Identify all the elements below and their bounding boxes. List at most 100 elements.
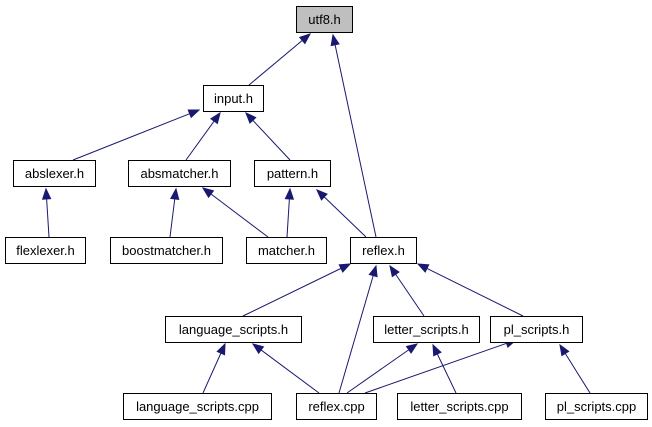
edge-matcher_h-to-pattern_h [284,187,295,238]
arrowhead [338,263,352,273]
node-utf8-h[interactable]: utf8.h [296,6,353,33]
arrowhead [210,111,221,125]
arrowhead [405,343,419,354]
edge-line [242,267,342,317]
node-label[interactable]: matcher.h [258,243,315,258]
edge-line [338,275,374,394]
edge-line [210,193,269,238]
node-box[interactable] [5,237,86,264]
edge-absmatcher_h-to-input_h [185,111,221,161]
node-pl-scripts-h[interactable]: pl_scripts.h [490,316,583,343]
arrowhead [368,264,378,278]
node-language-scripts-cpp[interactable]: language_scripts.cpp [123,393,272,420]
edge-matcher_h-to-absmatcher_h [201,187,269,238]
node-label[interactable]: pl_scripts.h [504,322,570,337]
node-box[interactable] [110,237,223,264]
edge-letter_scripts_h-to-reflex_h [389,264,425,317]
node-label[interactable]: pl_scripts.cpp [557,399,636,414]
edge-line [260,349,320,394]
node-pattern-h[interactable]: pattern.h [254,160,331,187]
edge-line [46,198,50,238]
node-box[interactable] [296,393,377,420]
arrowhead [416,263,430,273]
edge-line [436,353,457,394]
edge-line [346,349,410,394]
edge-line [364,342,507,394]
node-label[interactable]: absmatcher.h [140,166,218,181]
edge-language_scripts_cpp-to-language_scripts_h [202,342,226,394]
edge-boostmatcher_h-to-absmatcher_h [169,187,180,238]
nodes: utf8.h input.h abslexer.h absmatcher.h patte… [5,6,648,420]
node-label[interactable]: reflex.cpp [308,399,364,414]
edge-input_h-to-utf8_h [248,33,312,86]
node-label[interactable]: boostmatcher.h [122,243,211,258]
node-box[interactable] [165,316,302,343]
arrowhead [41,187,52,200]
node-boostmatcher-h[interactable]: boostmatcher.h [110,237,223,264]
edge-line [426,267,524,317]
node-language-scripts-h[interactable]: language_scripts.h [165,316,302,343]
edge-letter_scripts_cpp-to-letter_scripts_h [432,343,457,394]
node-label[interactable]: reflex.h [362,243,405,258]
node-reflex-cpp[interactable]: reflex.cpp [296,393,377,420]
node-label[interactable]: input.h [214,91,253,106]
arrowhead [559,343,570,357]
node-label[interactable]: abslexer.h [25,166,84,181]
node-label[interactable]: language_scripts.h [179,322,288,337]
node-box[interactable] [128,160,231,187]
edge-line [169,198,176,238]
edge-line [72,113,190,161]
edge-line [202,352,222,394]
node-box[interactable] [490,316,583,343]
node-letter-scripts-cpp[interactable]: letter_scripts.cpp [397,393,522,420]
edges [41,33,591,394]
node-absmatcher-h[interactable]: absmatcher.h [128,160,231,187]
node-box[interactable] [203,85,264,112]
edge-reflex_h-to-utf8_h [330,33,377,238]
edge-line [395,273,425,317]
edge-flexlexer_h-to-abslexer_h [41,187,52,238]
node-label[interactable]: flexlexer.h [16,243,75,258]
node-box[interactable] [246,237,327,264]
node-label[interactable]: pattern.h [267,166,318,181]
node-box[interactable] [350,237,417,264]
node-pl-scripts-cpp[interactable]: pl_scripts.cpp [545,393,648,420]
arrowhead [216,342,226,356]
edge-reflex_cpp-to-language_scripts_h [251,343,320,394]
arrowhead [316,189,328,201]
node-box[interactable] [13,160,96,187]
node-letter-scripts-h[interactable]: letter_scripts.h [373,316,480,343]
edge-reflex_cpp-to-letter_scripts_h [346,343,419,394]
node-label[interactable]: utf8.h [308,12,341,27]
arrowhead [389,264,400,278]
edge-line [185,120,215,161]
arrowhead [298,33,312,45]
arrowhead [169,187,180,201]
edge-pattern_h-to-input_h [245,112,291,161]
edge-reflex_h-to-pattern_h [316,189,367,238]
node-label[interactable]: language_scripts.cpp [136,399,259,414]
edge-reflex_cpp-to-pl_scripts_h [364,339,518,394]
arrowhead [251,343,265,355]
node-label[interactable]: letter_scripts.cpp [410,399,508,414]
node-box[interactable] [123,393,272,420]
node-box[interactable] [397,393,522,420]
edge-line [564,353,591,394]
edge-language_scripts_h-to-reflex_h [242,263,352,317]
arrowhead [432,343,442,357]
node-box[interactable] [545,393,648,420]
node-box[interactable] [296,6,353,33]
node-box[interactable] [373,316,480,343]
node-input-h[interactable]: input.h [203,85,264,112]
node-abslexer-h[interactable]: abslexer.h [13,160,96,187]
node-matcher-h[interactable]: matcher.h [246,237,327,264]
edge-pl_scripts_h-to-reflex_h [416,263,524,317]
edge-pl_scripts_cpp-to-pl_scripts_h [559,343,591,394]
node-reflex-h[interactable]: reflex.h [350,237,417,264]
node-label[interactable]: letter_scripts.h [384,322,469,337]
arrowhead [245,112,257,124]
edge-line [334,44,377,238]
node-flexlexer-h[interactable]: flexlexer.h [5,237,86,264]
node-box[interactable] [254,160,331,187]
